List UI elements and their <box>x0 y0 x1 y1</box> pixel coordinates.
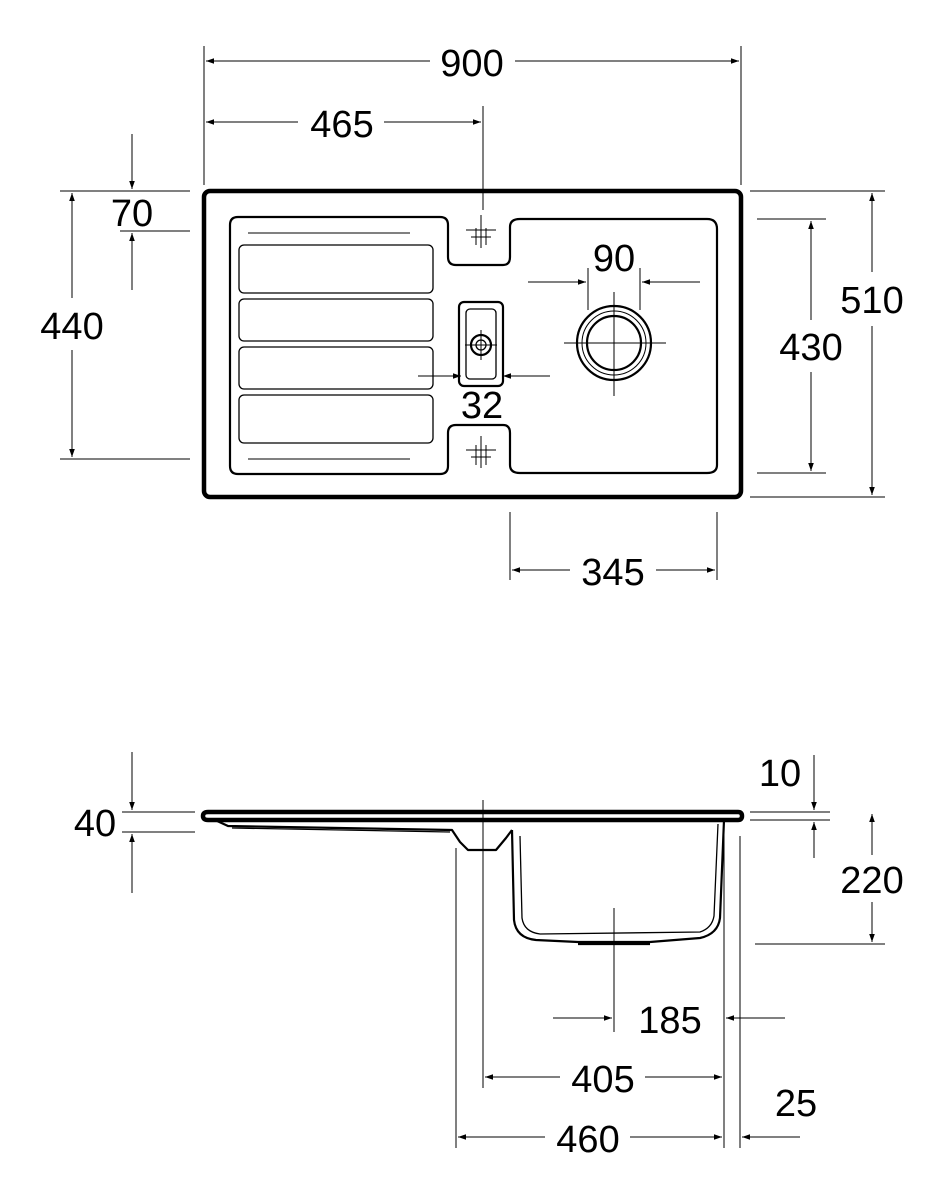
dim-waste-diameter: 90 <box>593 238 635 280</box>
dim-side-bowl-depth: 220 <box>840 860 903 902</box>
dim-bowl-edge-width: 405 <box>571 1059 634 1101</box>
drainer-groove <box>238 244 434 294</box>
overflow-inner <box>465 308 497 380</box>
dim-waste-offset: 185 <box>638 1000 701 1042</box>
dim-lip-height: 10 <box>759 753 801 795</box>
dim-rim-thickness: 40 <box>74 803 116 845</box>
overflow-outer <box>457 300 505 388</box>
dim-bowl-depth: 430 <box>779 327 842 369</box>
drainer-groove <box>238 394 434 444</box>
dim-rim-offset: 70 <box>111 193 153 235</box>
dim-overall-width: 900 <box>440 43 503 85</box>
drainer-underside <box>214 819 513 852</box>
dim-edge-offset: 25 <box>775 1083 817 1125</box>
dim-drainer-depth: 440 <box>40 306 103 348</box>
dim-overflow-width: 32 <box>461 385 503 427</box>
sink-section <box>200 809 745 823</box>
side-view: 40 10 220 185 405 460 25 <box>74 752 904 1161</box>
drainer-groove <box>238 298 434 342</box>
dim-overall-depth: 510 <box>840 280 903 322</box>
dim-right-section-width: 460 <box>556 1119 619 1161</box>
drainer-groove <box>238 346 434 390</box>
bowl-section-inner <box>519 823 719 935</box>
tap-hole-marker <box>466 215 496 248</box>
sink-outline <box>201 188 744 500</box>
bowl-section <box>510 819 726 944</box>
tap-hole-marker <box>466 436 496 468</box>
drainer-outline <box>228 215 719 476</box>
dim-tap-offset: 465 <box>310 104 373 146</box>
top-view: 900 465 510 430 440 70 90 <box>40 43 903 594</box>
drainer-underside-inner <box>231 827 451 833</box>
dim-bowl-width: 345 <box>581 552 644 594</box>
